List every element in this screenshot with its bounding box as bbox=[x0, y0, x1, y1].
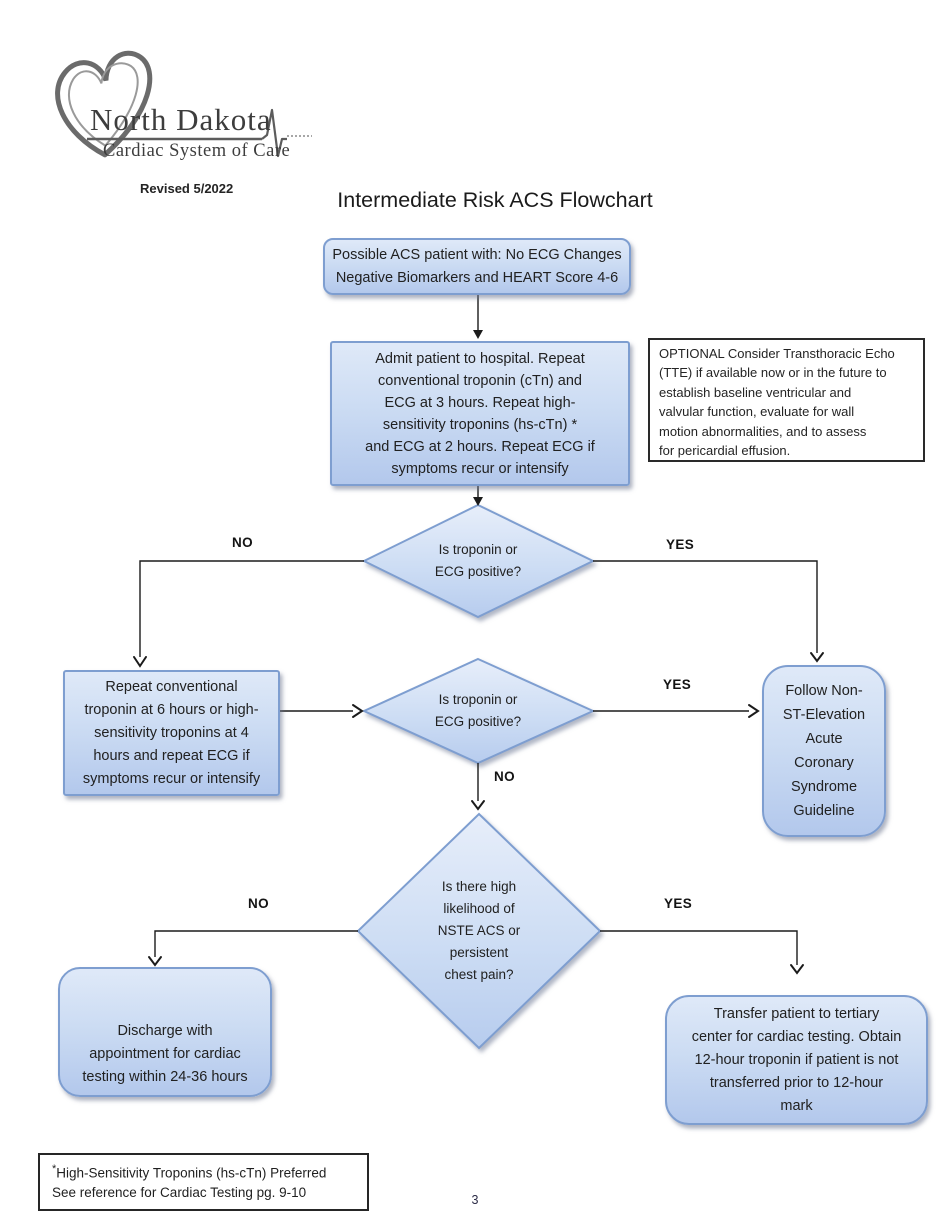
decision-1-text: Is troponin or ECG positive? bbox=[434, 542, 522, 579]
label-decision1-yes: YES bbox=[666, 537, 695, 552]
edge-decision3-no bbox=[154, 930, 358, 957]
node-discharge: Discharge with appointment for cardiac t… bbox=[58, 967, 272, 1097]
page-number: 3 bbox=[471, 1193, 479, 1207]
footnote-box: *High-Sensitivity Troponins (hs-cTn) Pre… bbox=[38, 1153, 369, 1211]
label-decision2-no: NO bbox=[494, 769, 516, 784]
node-repeat-troponin: Repeat conventional troponin at 6 hours … bbox=[63, 670, 280, 796]
logo-tagline: Cardiac System of Care bbox=[103, 141, 291, 161]
edge-decision1-no bbox=[139, 560, 364, 657]
logo-name: North Dakota bbox=[90, 102, 272, 137]
label-decision2-yes: YES bbox=[663, 677, 692, 692]
node-transfer: Transfer patient to tertiary center for … bbox=[665, 995, 928, 1125]
node-admit: Admit patient to hospital. Repeat conven… bbox=[330, 341, 630, 486]
revised-date: Revised 5/2022 bbox=[140, 181, 234, 196]
label-decision1-no: NO bbox=[232, 535, 254, 550]
decision-3-text: Is there high likelihood of NSTE ACS or … bbox=[437, 879, 521, 982]
node-follow-nste-guideline: Follow Non- ST-Elevation Acute Coronary … bbox=[762, 665, 886, 837]
asterisk: * bbox=[52, 1163, 57, 1175]
label-decision3-no: NO bbox=[248, 896, 270, 911]
label-decision3-yes: YES bbox=[664, 896, 693, 911]
footnote-line-2: See reference for Cardiac Testing pg. 9-… bbox=[52, 1184, 307, 1200]
decision-2-text: Is troponin or ECG positive? bbox=[434, 692, 522, 729]
edge-decision3-yes bbox=[600, 930, 798, 965]
note-optional-tte: OPTIONAL Consider Transthoracic Echo (TT… bbox=[648, 338, 925, 462]
footnote-line-1: *High-Sensitivity Troponins (hs-cTn) Pre… bbox=[52, 1163, 327, 1181]
edge-decision1-yes bbox=[593, 560, 818, 653]
node-start: Possible ACS patient with: No ECG Change… bbox=[323, 238, 631, 295]
page-title: Intermediate Risk ACS Flowchart bbox=[337, 188, 653, 212]
